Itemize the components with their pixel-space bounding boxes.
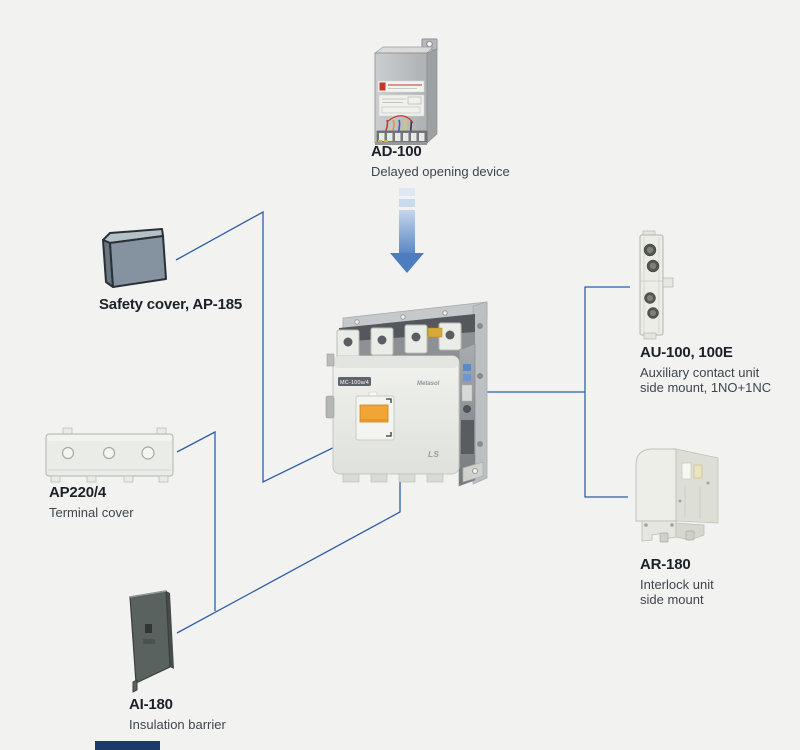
ad100-name: AD-100 [371,143,422,160]
au100-name: AU-100, 100E [640,344,733,361]
ar180-desc-line1: Interlock unit [640,577,714,592]
safety-cover-image [102,228,167,288]
ar180-unit-image [635,448,719,543]
contactor-image: MC-100a/4 Metasol LS [325,301,488,487]
au100-desc-line1: Auxiliary contact unit [640,365,760,380]
ar180-desc: Interlock unit side mount [640,577,714,607]
ar180-label: AR-180 Interlock unit side mount [640,556,714,607]
au100-desc: Auxiliary contact unit side mount, 1NO+1… [640,365,771,395]
line-terminal-cover [176,430,216,611]
au100-unit-image [639,230,674,340]
contactor-logo: LS [428,449,439,459]
ar180-desc-line2: side mount [640,592,704,607]
au100-desc-line2: side mount, 1NO+1NC [640,380,772,395]
ar180-name: AR-180 [640,556,691,573]
down-arrow-icon [390,188,424,273]
ap220-4-label: AP220/4 Terminal cover [49,484,134,520]
ad100-label: AD-100 Delayed opening device [371,143,510,179]
ap220-4-desc: Terminal cover [49,505,134,520]
au100-label: AU-100, 100E Auxiliary contact unit side… [640,344,771,395]
ad100-desc: Delayed opening device [371,164,510,179]
ai180-name: AI-180 [129,696,173,713]
contactor-model-label: MC-100a/4 [340,380,369,386]
line-side-rail [584,286,630,498]
ap185-label: Safety cover, AP-185 [99,296,242,313]
terminal-cover-image [45,427,174,483]
line-insulation-barrier [176,478,401,634]
line-safety-cover [175,210,397,484]
ap220-4-name: AP220/4 [49,484,106,501]
ad100-device-image [373,38,438,145]
contactor-brand-label: Metasol [417,381,440,387]
ap185-name: Safety cover, AP-185 [99,296,243,313]
ai180-desc: Insulation barrier [129,717,226,732]
page-footer-bar [95,741,160,750]
ai180-barrier-image [129,590,174,693]
ai180-label: AI-180 Insulation barrier [129,696,226,732]
